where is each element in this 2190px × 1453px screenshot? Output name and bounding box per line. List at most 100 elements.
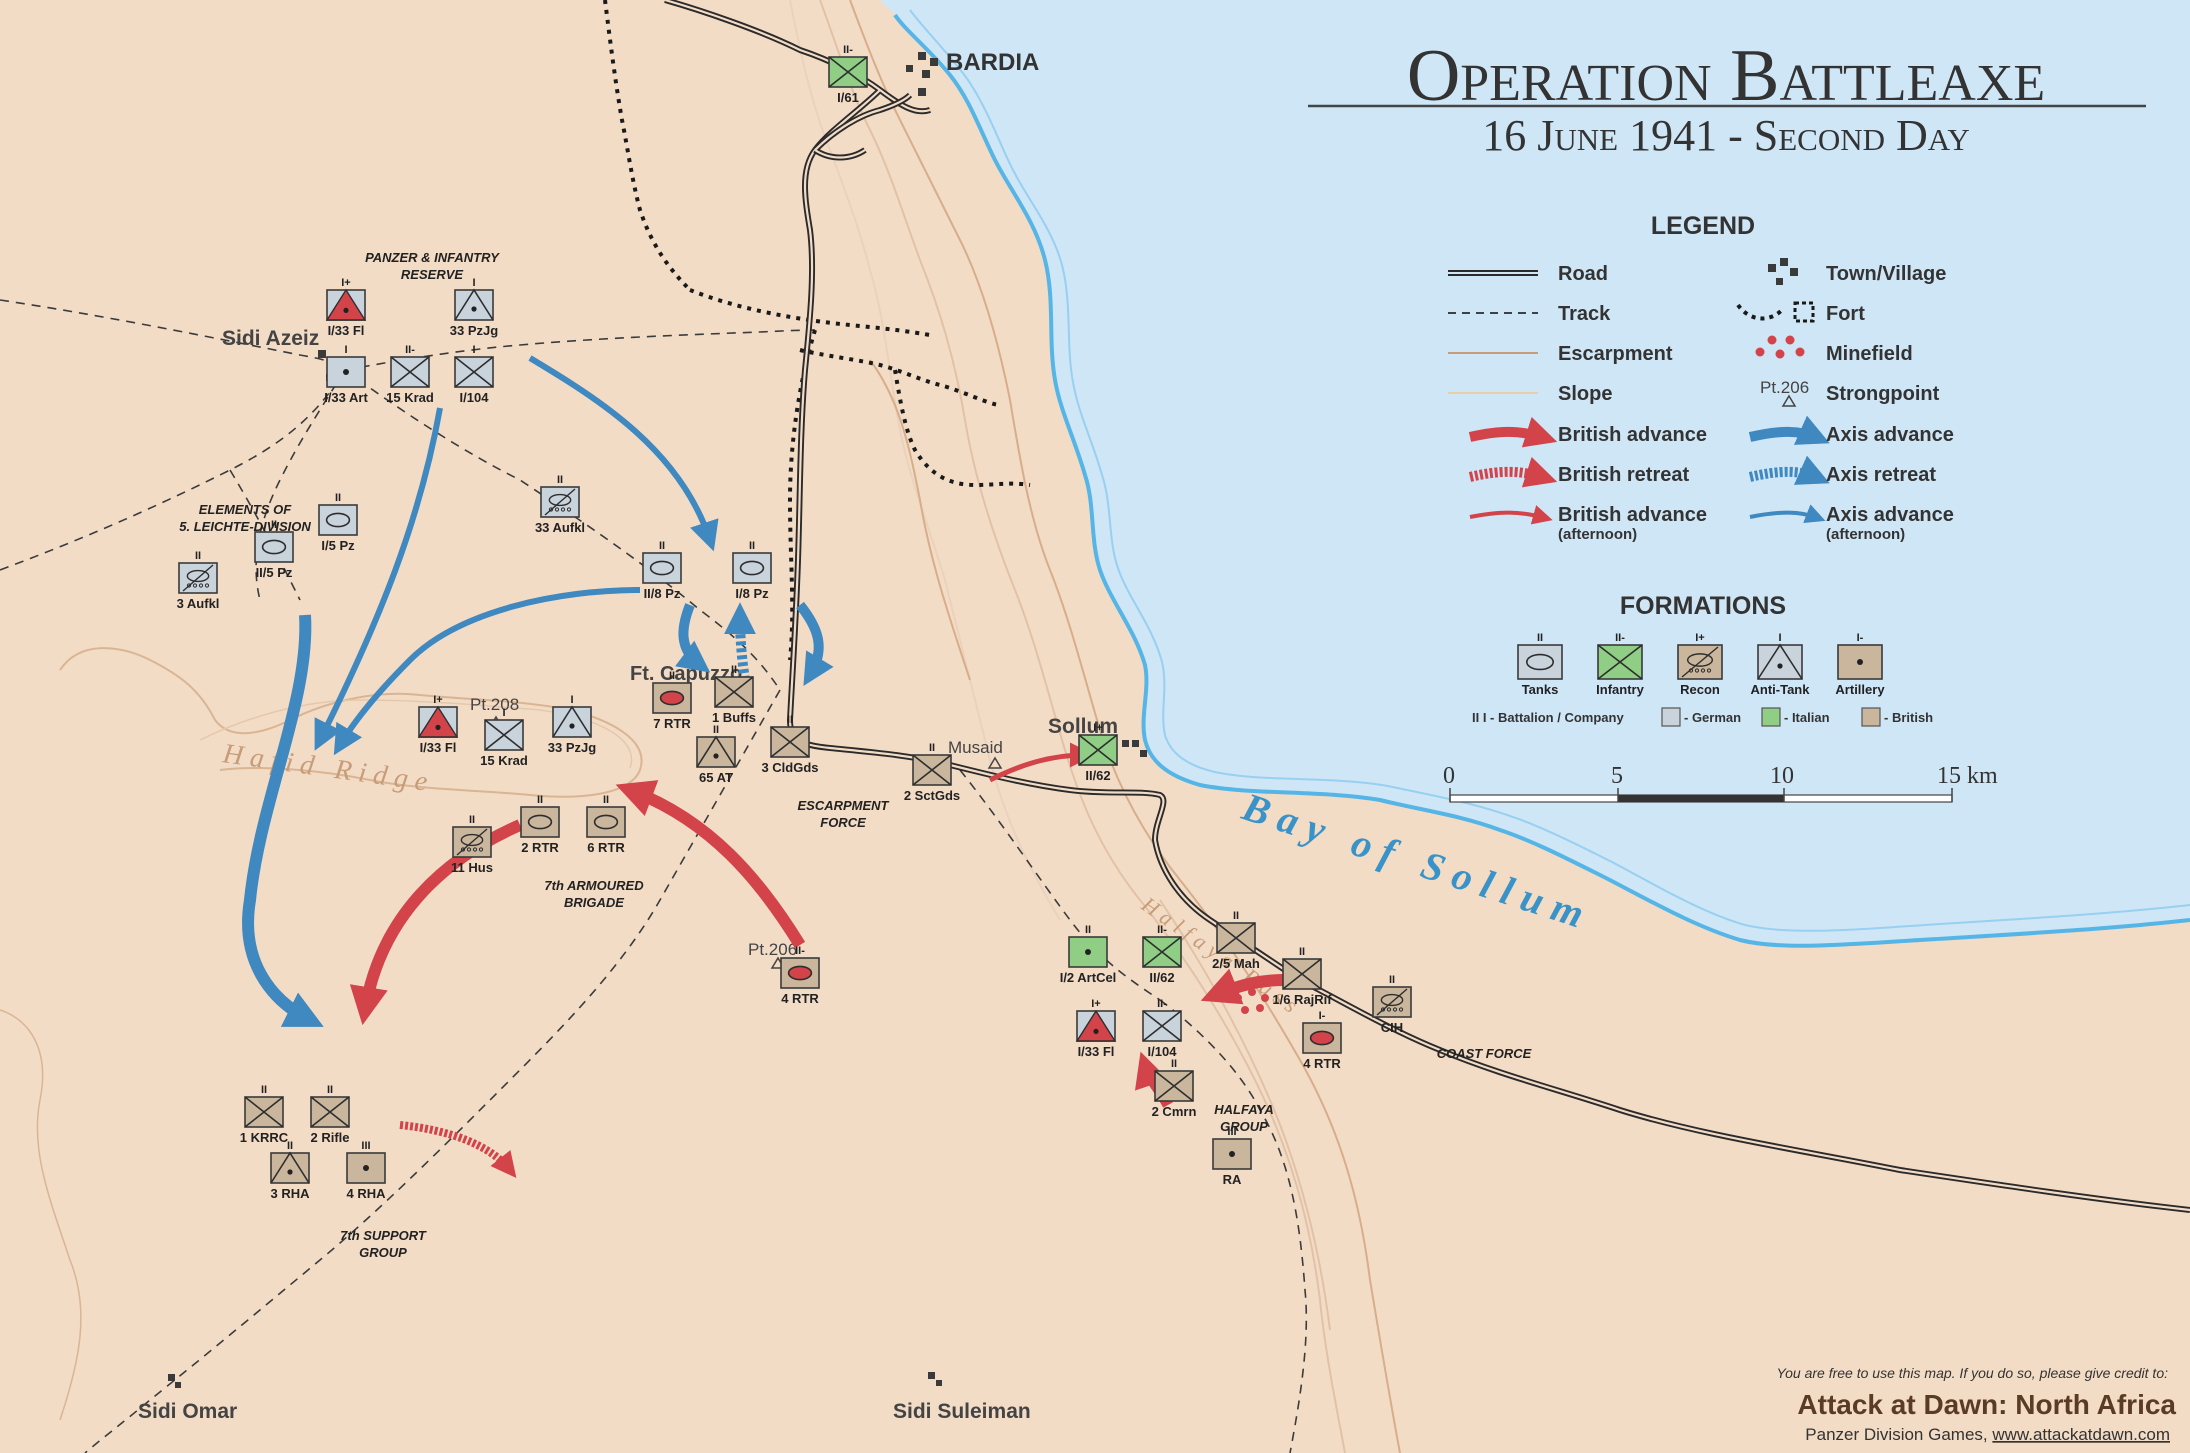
credit-block: You are free to use this map. If you do … <box>1777 1365 2177 1444</box>
recon-wheel <box>472 847 478 852</box>
unit-size: I <box>502 707 505 719</box>
unit-33pzjg-c: I 33 PzJg <box>548 694 596 755</box>
pt208-label: Pt.208 <box>470 695 519 714</box>
unit-ii62-h: II-II/62 <box>1142 924 1182 985</box>
unit-size: I <box>472 277 475 289</box>
unit-i33art: II/33 Art <box>324 344 368 405</box>
unit-label: I/8 Pz <box>735 586 769 601</box>
recon-symbol <box>1075 1009 1117 1042</box>
tank-symbol <box>659 690 685 706</box>
unit-4rtr-e: I-4 RTR <box>1302 1010 1342 1071</box>
label-escarpment-1: ESCARPMENT <box>797 798 889 813</box>
unit-label: 15 Krad <box>480 753 528 768</box>
recon-wheel <box>198 583 204 588</box>
unit-size: I <box>570 694 573 706</box>
legend-town: Town/Village <box>1826 263 1946 285</box>
unit-size: II <box>335 492 341 504</box>
legend-axis-advance-pm-sub: (afternoon) <box>1826 526 1905 543</box>
recon-wheel <box>186 583 192 588</box>
roads <box>664 0 2190 1213</box>
recon-symbol <box>460 833 484 847</box>
antitank-dot <box>713 753 719 759</box>
label-leichte-1: ELEMENTS OF <box>199 502 293 517</box>
unit-33pzjg-n: I33 PzJg <box>450 277 498 338</box>
unit-i5pz: III/5 Pz <box>318 492 358 553</box>
unit-3aufkl: II3 Aufkl <box>177 550 220 611</box>
legend-axis-retreat: Axis retreat <box>1826 464 1936 486</box>
label-escarpment-2: FORCE <box>820 815 866 830</box>
legend-track: Track <box>1558 303 1611 325</box>
formation-artillery: I-Artillery <box>1835 632 1885 697</box>
unit-counter-box <box>318 504 358 536</box>
unit-label: I/61 <box>837 90 859 105</box>
unit-label: 33 PzJg <box>548 740 596 755</box>
unit-counter-box <box>696 736 736 768</box>
recon-symbol <box>417 705 459 738</box>
label-armoured-2: BRIGADE <box>564 895 624 910</box>
label-halfaya-2: GROUP <box>1220 1119 1268 1134</box>
unit-size: III <box>1227 1126 1236 1138</box>
unit-1buffs: II1 Buffs <box>712 664 756 725</box>
town-sollum: Sollum <box>1048 715 1147 757</box>
hafid-ridge-inner <box>199 699 633 769</box>
recon-wheel <box>560 507 566 512</box>
unit-label: Infantry <box>1596 682 1644 697</box>
unit-size: I+ <box>1091 998 1100 1010</box>
unit-counter-box <box>454 289 494 321</box>
credit-url[interactable]: www.attackatdawn.com <box>1991 1425 2170 1444</box>
legend-heading: LEGEND <box>1651 212 1755 240</box>
recon-wheel <box>548 507 554 512</box>
unit-label: RA <box>1223 1172 1242 1187</box>
infantry-symbol <box>390 356 430 388</box>
coastal-escarpment <box>789 0 1401 1453</box>
axis-arrow-ii8pz <box>333 587 641 756</box>
unit-label: Artillery <box>1835 682 1885 697</box>
unit-label: 4 RHA <box>346 1186 386 1201</box>
unit-label: 3 RHA <box>270 1186 310 1201</box>
infantry-symbol <box>1142 1010 1182 1042</box>
formations-british: - British <box>1884 710 1933 725</box>
infantry-symbol <box>1282 958 1322 990</box>
legend: LEGEND Road Track Escarpment Slope Briti… <box>1448 212 1954 543</box>
credit-line3: Panzer Division Games, www.attackatdawn.… <box>1805 1425 2170 1444</box>
axis-retreat-capuzzo <box>724 602 757 681</box>
sidi-suleiman-label: Sidi Suleiman <box>893 1400 1031 1423</box>
unit-2rtr: II2 RTR <box>520 794 560 855</box>
hafid-ridge-contour <box>59 647 643 798</box>
unit-size: I+ <box>1695 632 1704 644</box>
unit-label: 1 KRRC <box>240 1130 289 1145</box>
credit-publisher: Panzer Division Games, <box>1805 1425 1992 1444</box>
label-armoured-1: 7th ARMOURED <box>544 878 644 893</box>
unit-counter-box <box>642 552 682 584</box>
antitank-symbol <box>270 1151 310 1184</box>
unit-size: II <box>287 1140 293 1152</box>
unit-counter-box <box>254 531 294 563</box>
unit-label: II/62 <box>1149 970 1174 985</box>
unit-label: 2 Cmrn <box>1152 1104 1197 1119</box>
recon-wheel <box>1392 1007 1398 1012</box>
recon-symbol <box>1686 653 1714 667</box>
tank-symbol <box>787 965 813 981</box>
tank-symbol <box>261 539 287 555</box>
unit-size: II <box>1537 632 1543 644</box>
unit-size: II <box>261 1084 267 1096</box>
unit-1krrc: II 1 KRRC <box>240 1084 289 1145</box>
unit-size: II <box>469 814 475 826</box>
unit-label: 65 AT <box>699 770 733 785</box>
unit-size: II <box>929 742 935 754</box>
unit-label: 2 Rifle <box>310 1130 349 1145</box>
tank-symbol <box>527 814 553 830</box>
infantry-symbol <box>1597 644 1643 680</box>
unit-size: II <box>271 519 277 531</box>
scale-bar: 0 5 10 15 km <box>1443 763 1998 803</box>
unit-3cldgds: II3 CldGds <box>761 714 818 775</box>
recon-wheel <box>466 847 472 852</box>
antitank-symbol <box>454 288 494 321</box>
recon-wheel <box>554 507 560 512</box>
unit-label: 33 Aufkl <box>535 520 585 535</box>
pt206-label: Pt.206 <box>748 940 797 959</box>
unit-ii62-s: I+II/62 <box>1078 722 1118 783</box>
